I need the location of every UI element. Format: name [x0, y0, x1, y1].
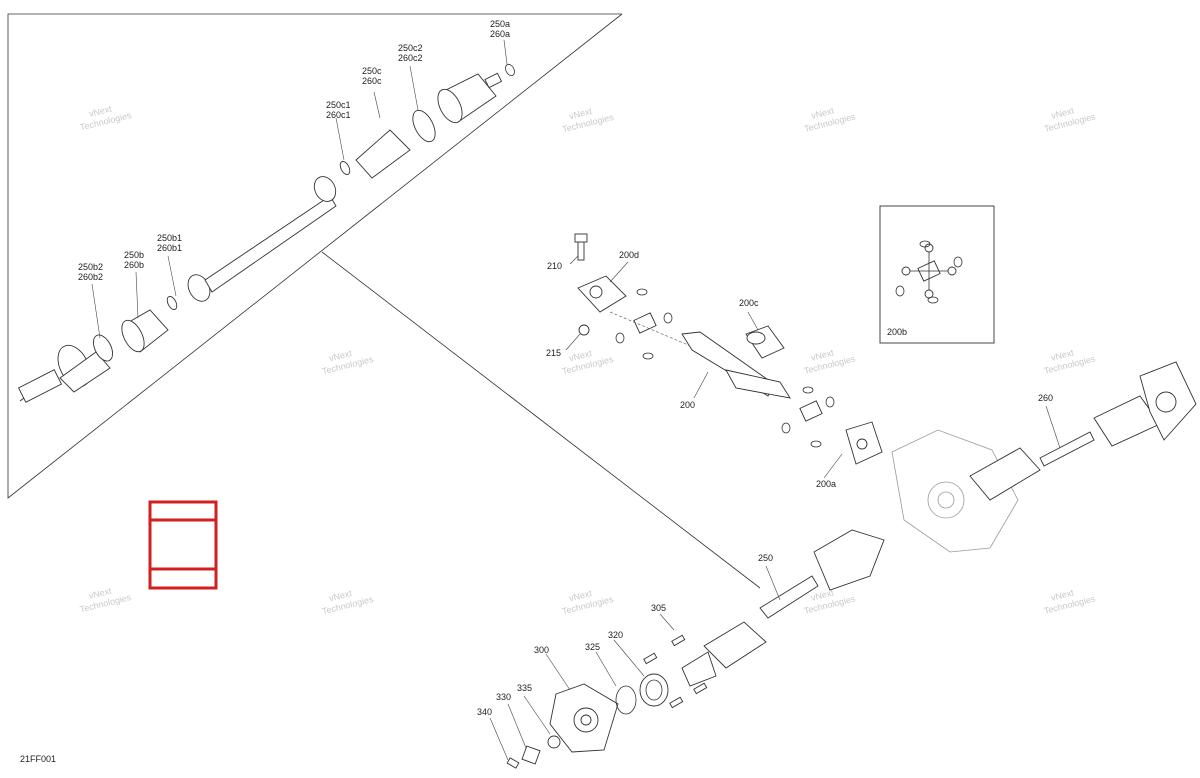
callout-250c: 250c	[362, 66, 382, 76]
callout-250c1: 250c1	[326, 100, 351, 110]
callout-260: 260	[1038, 393, 1053, 403]
callout-250b1: 250b1	[157, 233, 182, 243]
propeller-shaft-assembly	[574, 233, 883, 465]
callout-260c2: 260c2	[398, 53, 423, 63]
callout-250b2: 250b2	[78, 262, 103, 272]
universal-joint-cross-detail	[895, 240, 963, 304]
highlight-frame	[148, 500, 218, 590]
callout-305: 305	[651, 603, 666, 613]
callout-200a: 200a	[816, 479, 836, 489]
callout-335: 335	[517, 683, 532, 693]
callout-260b2: 260b2	[78, 272, 103, 282]
callout-200c: 200c	[739, 298, 759, 308]
callout-labels: 250a 260a 250c2 260c2 250c 260c 250c1 26…	[20, 19, 1053, 764]
callout-260c: 260c	[362, 76, 382, 86]
callout-200b: 200b	[887, 327, 907, 337]
callout-200: 200	[680, 400, 695, 410]
callout-330: 330	[496, 692, 511, 702]
callout-300: 300	[534, 645, 549, 655]
callout-250a: 250a	[490, 19, 510, 29]
callout-210: 210	[547, 261, 562, 271]
callout-260b1: 260b1	[157, 243, 182, 253]
callout-215: 215	[546, 348, 561, 358]
right-axle-260	[969, 361, 1197, 501]
left-axle-250	[681, 529, 885, 687]
callout-260a: 260a	[490, 29, 510, 39]
callout-250c2: 250c2	[398, 43, 423, 53]
callout-200d: 200d	[619, 250, 639, 260]
callout-250: 250	[758, 553, 773, 563]
differential-housing	[891, 429, 1019, 553]
wheel-hub-assembly	[506, 634, 708, 769]
callout-250b: 250b	[124, 250, 144, 260]
callout-260b: 260b	[124, 260, 144, 270]
inset-axle-assembly	[17, 63, 515, 403]
leader-lines	[91, 39, 1061, 761]
figure-code: 21FF001	[20, 754, 56, 764]
detail-inset	[7, 13, 761, 589]
callout-340: 340	[477, 707, 492, 717]
callout-320: 320	[608, 630, 623, 640]
detail-box-200b	[879, 205, 995, 344]
callout-325: 325	[585, 642, 600, 652]
callout-260c1: 260c1	[326, 110, 351, 120]
